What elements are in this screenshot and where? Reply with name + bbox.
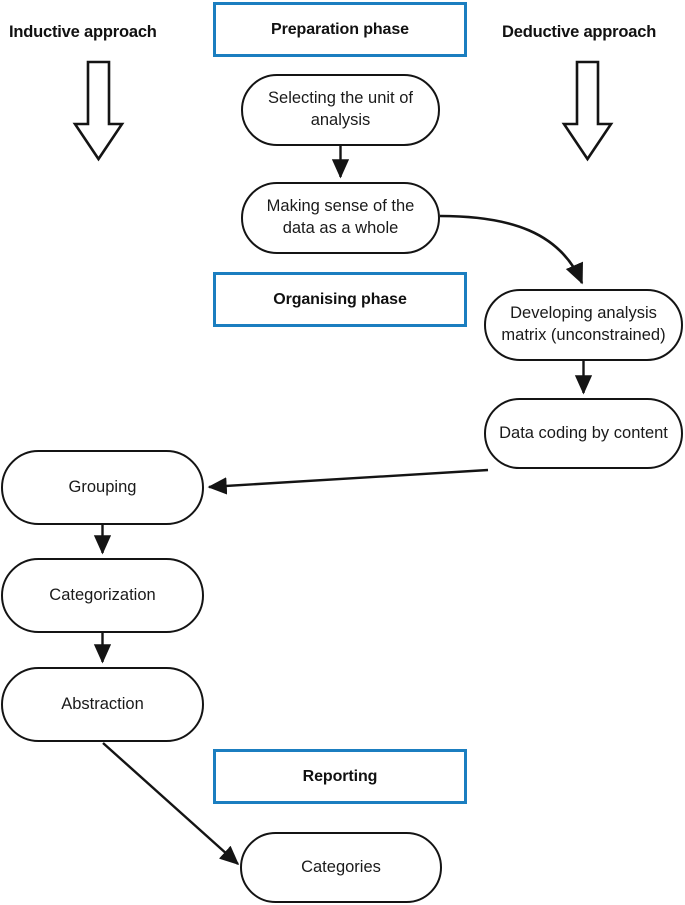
node-label: Developing analysis matrix (unconstraine… <box>501 304 666 344</box>
node-label: Selecting the unit of analysis <box>268 89 413 129</box>
node-grouping: Grouping <box>1 450 204 525</box>
node-label: Abstraction <box>61 694 144 713</box>
node-developing-analysis-matrix: Developing analysis matrix (unconstraine… <box>484 289 683 361</box>
edge-abstraction-to-categories <box>102 742 240 865</box>
phase-box-preparation: Preparation phase <box>213 2 467 57</box>
inductive-approach-label: Inductive approach <box>9 23 157 41</box>
node-label: Data coding by content <box>499 423 668 442</box>
inductive-block-arrow-icon <box>72 60 125 162</box>
node-abstraction: Abstraction <box>1 667 204 742</box>
deductive-approach-label: Deductive approach <box>502 23 657 41</box>
node-categories: Categories <box>240 832 442 903</box>
phase-box-organising: Organising phase <box>213 272 467 327</box>
node-selecting-unit-of-analysis: Selecting the unit of analysis <box>241 74 440 146</box>
edge-datacoding-to-grouping <box>207 468 489 495</box>
node-label: Categorization <box>49 585 156 604</box>
node-label: Categories <box>301 857 381 876</box>
node-label: Grouping <box>68 477 137 496</box>
node-categorization: Categorization <box>1 558 204 633</box>
node-label: Making sense of the data as a whole <box>266 197 415 237</box>
deductive-block-arrow-icon <box>561 60 614 162</box>
node-data-coding-by-content: Data coding by content <box>484 398 683 469</box>
edge-making-to-developing <box>439 214 584 285</box>
phase-label-reporting: Reporting <box>302 767 378 785</box>
phase-box-reporting: Reporting <box>213 749 467 804</box>
phase-label-organising: Organising phase <box>273 290 407 308</box>
node-making-sense-of-data: Making sense of the data as a whole <box>241 182 440 254</box>
phase-label-preparation: Preparation phase <box>271 20 409 38</box>
